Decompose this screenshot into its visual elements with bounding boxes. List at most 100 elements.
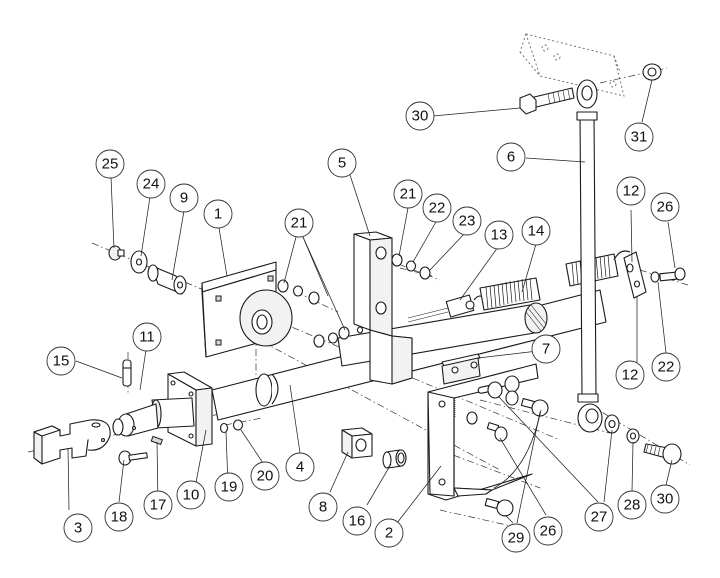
callout-24: 24 [136,169,166,199]
callout-26-lower: 26 [533,516,563,546]
callout-2: 2 [374,518,404,548]
callout-label: 13 [491,227,508,244]
part-5-arm-bracket [353,231,413,385]
callout-30-lower: 30 [650,484,680,514]
ghost-mounting-bracket [519,33,625,97]
part-6-linkage-rod [576,79,603,433]
callout-29: 29 [501,523,531,553]
callout-17: 17 [143,490,173,520]
callout-label: 8 [319,499,327,516]
part-21-22-23-hardware [391,253,431,280]
callout-label: 18 [111,509,128,526]
callout-31: 31 [624,122,654,152]
part-12-spring-bracket [613,250,647,299]
callout-label: 19 [221,479,238,496]
callout-12-upper: 12 [616,176,646,206]
callout-label: 1 [214,206,222,223]
part-1-bearing-housing [201,261,293,358]
callout-label: 23 [459,213,476,230]
callout-label: 10 [183,487,200,504]
callout-30-upper: 30 [405,101,435,131]
callout-25: 25 [95,149,125,179]
callout-14: 14 [521,216,551,246]
part-22-26-bolt-washer [650,267,686,283]
callout-label: 17 [150,497,167,514]
callout-3: 3 [63,513,93,543]
callout-label: 4 [296,459,304,476]
callout-21-left: 21 [284,208,314,238]
part-24-washer [130,250,148,274]
part-29-bolt-lower [484,497,514,517]
part-7-slider-plate [441,353,481,385]
callout-12-lower: 12 [615,360,645,390]
callout-label: 28 [624,497,641,514]
callout-26-upper: 26 [650,192,680,222]
callout-label: 7 [542,341,550,358]
callout-label: 22 [658,359,675,376]
part-21-washers-lower [313,326,364,348]
callout-20: 20 [250,461,280,491]
callout-22-upper: 22 [422,193,452,223]
callout-label: 24 [143,176,160,193]
callout-label: 26 [657,199,674,216]
part-29-bolt-upper [520,398,549,417]
callout-10: 10 [176,480,206,510]
callout-1: 1 [203,199,233,229]
callout-label: 11 [139,329,155,346]
callout-label: 29 [508,530,525,547]
part-26-bolt [486,422,508,442]
callout-4: 4 [285,452,315,482]
callout-15: 15 [46,346,76,376]
callout-22-lower: 22 [651,352,681,382]
part-20-nut [232,419,244,431]
part-17-set-screw [150,435,164,446]
part-13-spring-anchor [407,294,487,323]
callout-label: 2 [385,525,393,542]
callout-9: 9 [169,183,199,213]
part-16-bushing [382,449,407,469]
part-9-sleeve [147,264,187,295]
callout-label: 26 [540,523,557,540]
part-15-pin [122,359,132,387]
part-19-washer [219,422,229,434]
callout-19: 19 [214,472,244,502]
part-8-block [341,427,373,459]
part-14-spring-left [479,277,541,311]
callout-28: 28 [617,490,647,520]
part-2-mounting-plate [427,363,539,501]
part-3-fork-lever [33,419,111,465]
callout-5: 5 [327,148,357,178]
callout-27: 27 [584,502,614,532]
callout-6: 6 [496,142,526,172]
callout-label: 5 [338,155,346,172]
part-25-nut [108,245,125,261]
part-30-bolt-lower [643,443,682,465]
callout-label: 3 [74,520,82,537]
part-28-lock-washer [626,428,640,444]
callout-label: 21 [400,186,417,203]
callout-label: 15 [53,353,70,370]
callout-label: 6 [507,149,515,166]
part-30-bolt-top [519,87,575,115]
part-21-washers-upper [277,279,320,305]
callout-label: 27 [591,509,608,526]
callout-23: 23 [452,206,482,236]
callout-label: 16 [349,513,366,530]
callout-label: 30 [412,108,429,125]
callout-13: 13 [484,220,514,250]
callout-label: 14 [528,223,545,240]
callout-label: 12 [623,183,640,200]
callout-label: 31 [631,129,648,146]
callout-label: 22 [429,200,446,217]
callout-label: 12 [622,367,639,384]
callout-label: 9 [180,190,188,207]
callout-16: 16 [342,506,372,536]
callout-18: 18 [104,502,134,532]
callout-label: 25 [102,156,119,173]
callout-8: 8 [308,492,338,522]
callout-21-right: 21 [393,179,423,209]
callout-label: 21 [291,215,308,232]
callout-11: 11 [132,322,162,352]
callout-7: 7 [531,334,561,364]
